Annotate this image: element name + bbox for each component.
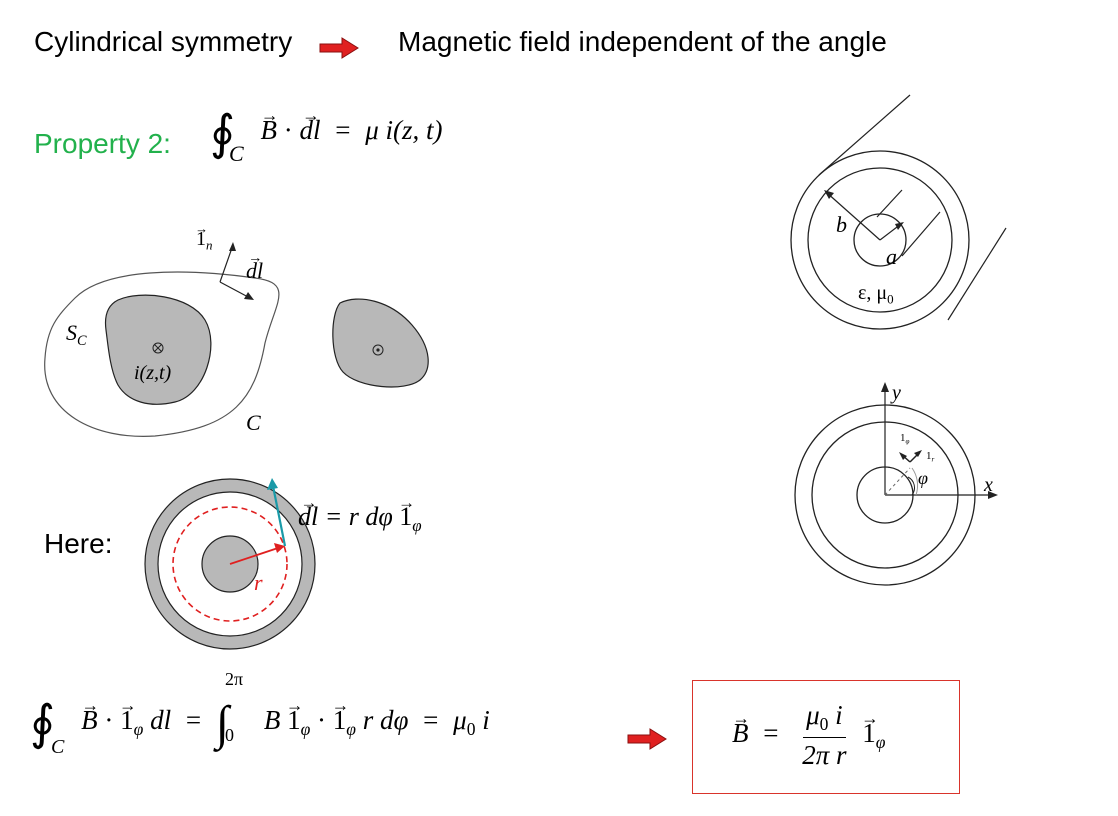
- axis-x-label: x: [984, 474, 993, 496]
- definite-integral-icon: ∫: [215, 697, 229, 750]
- coax-3d-diagram: [790, 94, 1007, 330]
- implies-arrow-icon: [319, 37, 359, 59]
- unit-phi-label: 1φ: [900, 432, 910, 446]
- contour-sub: C: [229, 141, 244, 166]
- here-coax-diagram: [144, 478, 316, 650]
- phi-angle-label: φ: [918, 468, 928, 488]
- contour-integral-icon: ∮: [210, 107, 236, 160]
- bottom-equation: ∮C B · 1φ dl = ∫2π0 B 1φ · 1φ r dφ = μ0 …: [30, 669, 490, 759]
- medium-label: ε, μ0: [858, 282, 894, 307]
- surface-label: SC: [66, 320, 87, 349]
- dl-label: dl: [246, 258, 263, 284]
- result-box: [692, 680, 960, 794]
- coax-axes-diagram: [794, 382, 998, 586]
- unit-r-label: 1r: [926, 450, 935, 464]
- axis-y-label: y: [892, 382, 901, 404]
- conductor-1-shape: [104, 294, 212, 405]
- current-label: i(z,t): [134, 362, 172, 384]
- result-equation: B = μ0 i 2π r 1φ: [732, 700, 885, 771]
- property-rhs: μ i(z, t): [365, 115, 443, 145]
- property-equation: ∮C B · dl = μ i(z, t): [210, 110, 443, 167]
- dl-equation: dl = r dφ 1φ: [298, 502, 422, 536]
- equals-sign: =: [335, 115, 351, 145]
- property-label: Property 2:: [34, 128, 171, 159]
- here-r-label: r: [254, 570, 263, 595]
- contour-label: C: [246, 410, 261, 435]
- normal-vector-label: 1n: [196, 228, 213, 254]
- surface-contour-diagram: [44, 242, 429, 437]
- header-right-text: Magnetic field independent of the angle: [398, 26, 887, 57]
- dot-operator: ·: [283, 115, 293, 145]
- conductor-2-shape: [332, 298, 429, 388]
- radius-b-label: b: [836, 212, 847, 237]
- radius-a-label: a: [886, 244, 897, 269]
- implies-arrow-icon-2: [627, 728, 667, 750]
- contour-integral-icon-2: ∮: [30, 697, 56, 750]
- vector-dl: dl: [299, 115, 320, 146]
- result-fraction: μ0 i 2π r: [802, 700, 847, 771]
- here-label: Here:: [44, 528, 113, 559]
- header-left-text: Cylindrical symmetry: [34, 26, 293, 57]
- current-in-icon: [152, 342, 164, 354]
- current-out-icon: [372, 344, 384, 356]
- vector-B: B: [260, 115, 277, 146]
